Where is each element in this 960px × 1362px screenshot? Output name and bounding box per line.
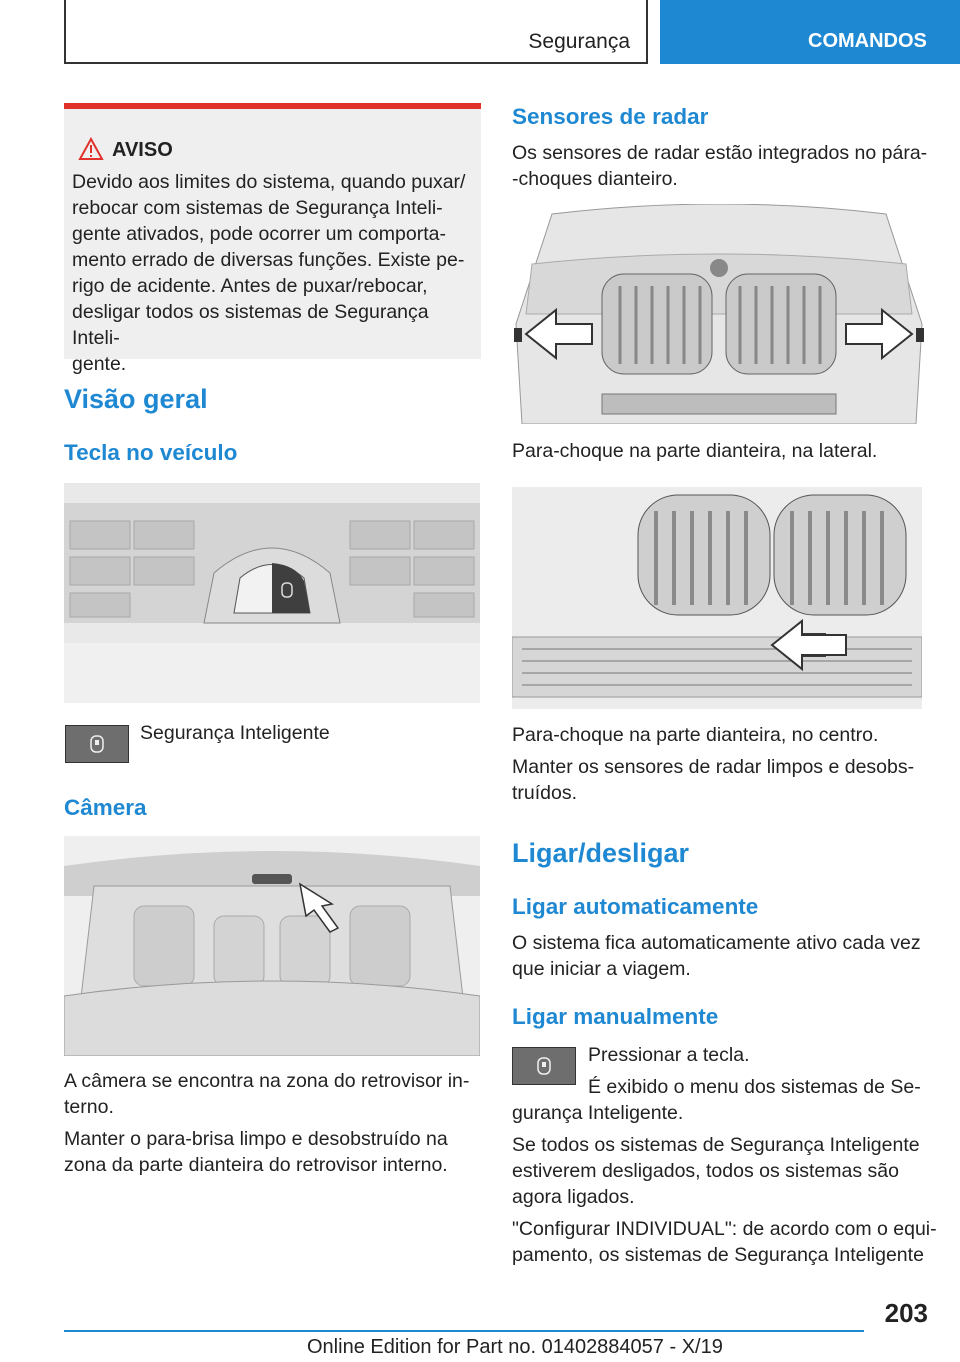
auto-heading: Ligar automaticamente: [512, 894, 759, 919]
radar-side-image: [512, 204, 926, 424]
onoff-heading: Ligar/desligar: [512, 838, 690, 868]
camera-clean-paragraph: Manter o para-brisa limpo e desobstruído…: [64, 1126, 480, 1178]
paragraph-line: Manter os sensores de radar limpos e des…: [512, 756, 915, 778]
page-number: 203: [884, 1298, 928, 1328]
button-caption: Segurança Inteligente: [140, 722, 330, 744]
paragraph-line: ‐choques dianteiro.: [512, 168, 678, 190]
overview-heading: Visão geral: [64, 384, 208, 414]
paragraph-line: A câmera se encontra na zona do retrovis…: [64, 1070, 470, 1092]
radar-side-caption: Para-choque na parte dianteira, na later…: [512, 440, 878, 462]
footer-edition-text: Online Edition for Part no. 01402884057 …: [307, 1336, 723, 1358]
manual-step-2-line-1: É exibido o menu dos sistemas de Se‐: [588, 1076, 921, 1098]
radar-intro-paragraph: Os sensores de radar estão integrados no…: [512, 140, 932, 192]
paragraph-line: truídos.: [512, 782, 578, 804]
paragraph-line: estiverem desligados, todos os sistemas …: [512, 1160, 899, 1182]
header-section-title: Segurança: [528, 30, 630, 53]
warning-line: rebocar com sistemas de Segurança Inteli…: [72, 197, 443, 219]
warning-line: mento errado de diversas funções. Existe…: [72, 249, 465, 271]
paragraph-line: que iniciar a viagem.: [512, 958, 691, 980]
paragraph-line: terno.: [64, 1096, 114, 1118]
manual-individual-paragraph: "Configurar INDIVIDUAL": de acordo com o…: [512, 1216, 942, 1268]
header-frame: [64, 0, 648, 64]
intelligent-safety-button-icon: [65, 725, 129, 763]
button-heading: Tecla no veículo: [64, 440, 238, 465]
manual-step-1: Pressionar a tecla.: [588, 1044, 750, 1066]
radar-center-image: [512, 487, 922, 709]
radar-keep-paragraph: Manter os sensores de radar limpos e des…: [512, 754, 932, 806]
paragraph-line: agora ligados.: [512, 1186, 635, 1208]
manual-step-2-line-2: gurança Inteligente.: [512, 1102, 684, 1124]
paragraph-line: Se todos os sistemas de Segurança Inteli…: [512, 1134, 920, 1156]
intelligent-safety-button-icon: [512, 1047, 576, 1085]
paragraph-line: O sistema fica automaticamente ativo cad…: [512, 932, 921, 954]
radar-heading: Sensores de radar: [512, 104, 709, 129]
chapter-tab[interactable]: COMANDOS: [660, 0, 960, 64]
paragraph-line: Os sensores de radar estão integrados no…: [512, 142, 928, 164]
footer-rule: [64, 1330, 864, 1332]
warning-triangle-icon: [78, 137, 104, 160]
camera-image: [64, 836, 480, 1056]
camera-heading: Câmera: [64, 795, 147, 820]
warning-line: gente.: [72, 353, 127, 375]
warning-text: Devido aos limites do sistema, quando pu…: [72, 169, 476, 377]
manual-all-on-paragraph: Se todos os sistemas de Segurança Inteli…: [512, 1132, 932, 1210]
paragraph-line: zona da parte dianteira do retrovisor in…: [64, 1154, 448, 1176]
warning-line: desligar todos os sistemas de Segurança …: [72, 301, 429, 349]
warning-box: AVISO Devido aos limites do sistema, qua…: [64, 103, 481, 375]
warning-line: Devido aos limites do sistema, quando pu…: [72, 171, 466, 193]
warning-title: AVISO: [112, 139, 173, 161]
warning-line: rigo de acidente. Antes de puxar/rebocar…: [72, 275, 428, 297]
paragraph-line: pamento, os sistemas de Segurança Inteli…: [512, 1244, 924, 1266]
radar-center-caption: Para-choque na parte dianteira, no centr…: [512, 724, 879, 746]
vehicle-button-image: [64, 483, 480, 703]
chapter-tab-label: COMANDOS: [808, 30, 927, 52]
warning-line: gente ativados, pode ocorrer um comporta…: [72, 223, 446, 245]
camera-location-paragraph: A câmera se encontra na zona do retrovis…: [64, 1068, 480, 1120]
paragraph-line: "Configurar INDIVIDUAL": de acordo com o…: [512, 1218, 937, 1240]
auto-paragraph: O sistema fica automaticamente ativo cad…: [512, 930, 932, 982]
manual-heading: Ligar manualmente: [512, 1004, 719, 1029]
paragraph-line: Manter o para-brisa limpo e desobstruído…: [64, 1128, 448, 1150]
